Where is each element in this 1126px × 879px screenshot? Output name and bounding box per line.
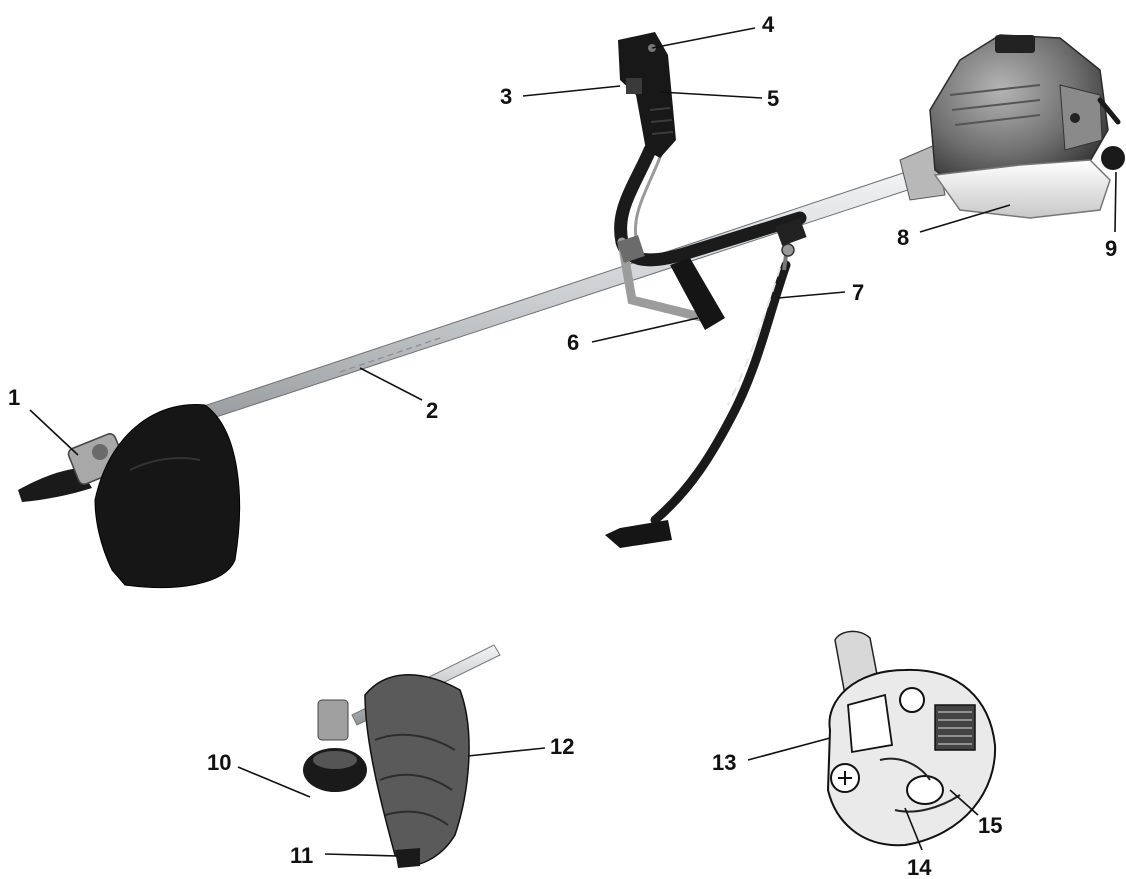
leader-line-10 — [238, 767, 310, 797]
throttle-grip — [618, 32, 676, 158]
cutting-head-assembly — [18, 404, 240, 587]
leader-line-7 — [778, 292, 845, 298]
callout-3: 3 — [500, 84, 512, 109]
leader-line-4 — [652, 28, 755, 48]
drive-shaft — [132, 170, 920, 442]
leader-line-13 — [748, 738, 830, 760]
callout-12: 12 — [550, 734, 574, 759]
callout-14: 14 — [907, 855, 932, 879]
callout-4: 4 — [762, 12, 775, 37]
leader-line-12 — [468, 748, 545, 756]
callout-13: 13 — [712, 750, 736, 775]
leader-line-2 — [360, 368, 422, 400]
callout-11: 11 — [290, 843, 313, 868]
leader-line-6 — [592, 318, 698, 342]
callout-5: 5 — [767, 86, 779, 111]
callout-6: 6 — [567, 330, 579, 355]
detail-engine-rear — [828, 631, 995, 845]
main-machine — [18, 32, 1125, 588]
leader-line-5 — [660, 92, 762, 98]
leader-line-3 — [523, 86, 620, 96]
leader-line-9 — [1115, 172, 1116, 232]
callout-1: 1 — [8, 385, 20, 410]
leader-line-1 — [30, 410, 78, 455]
callout-15: 15 — [978, 813, 1002, 838]
callout-9: 9 — [1105, 236, 1117, 261]
callout-2: 2 — [426, 398, 438, 423]
engine-unit — [900, 35, 1125, 218]
leader-line-11 — [325, 854, 398, 856]
callout-10: 10 — [207, 750, 231, 775]
callout-8: 8 — [897, 225, 909, 250]
callout-7: 7 — [852, 280, 864, 305]
